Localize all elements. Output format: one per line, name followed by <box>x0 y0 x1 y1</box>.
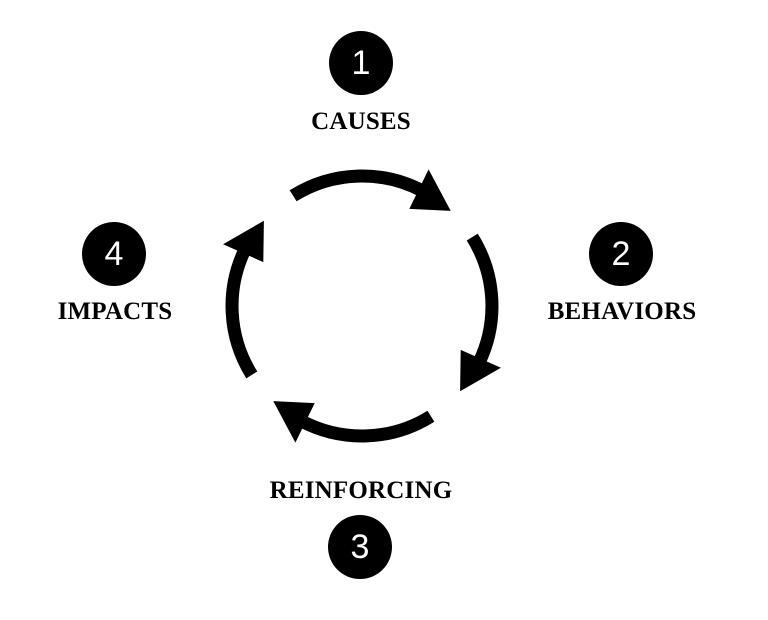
step-1-number-badge: 1 <box>329 31 393 95</box>
cycle-arrow-1 <box>289 169 451 211</box>
step-3-label: REINFORCING <box>269 477 453 504</box>
arrow-shaft <box>225 246 258 379</box>
step-4-label: IMPACTS <box>57 298 173 325</box>
cycle-arrow-2 <box>460 233 501 392</box>
step-2-number-badge: 2 <box>589 222 653 286</box>
arrow-shaft <box>466 233 499 366</box>
arrowhead-icon <box>460 349 501 392</box>
cycle-arrow-3 <box>273 401 435 443</box>
step-4-number-badge: 4 <box>82 222 146 286</box>
step-2-label: BEHAVIORS <box>547 298 697 325</box>
arrow-shaft <box>289 169 427 202</box>
arrowhead-icon <box>409 169 451 211</box>
cycle-arrow-4 <box>223 220 264 379</box>
arrow-shaft <box>297 410 435 443</box>
step-1-label: CAUSES <box>311 108 411 135</box>
step-3-number-badge: 3 <box>328 515 392 579</box>
arrowhead-icon <box>223 220 264 263</box>
arrowhead-icon <box>273 401 315 443</box>
